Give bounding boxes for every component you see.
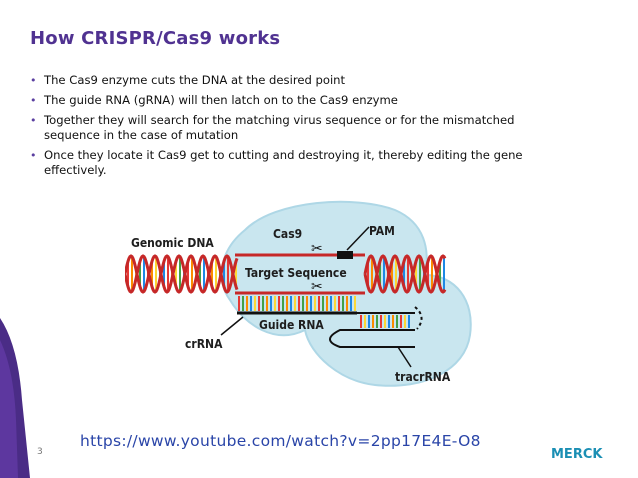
scissors-icon: ✂ — [311, 279, 323, 295]
label-tracrrna: tracrRNA — [395, 370, 451, 384]
scissors-icon: ✂ — [311, 241, 323, 257]
merck-logo: MERCK — [551, 447, 603, 461]
label-pam: PAM — [369, 224, 395, 238]
tracr-rna-bars — [360, 315, 410, 328]
corner-decoration — [0, 318, 30, 478]
dna-helix — [125, 254, 447, 294]
dna-strand — [363, 254, 447, 294]
label-crrna: crRNA — [185, 337, 223, 351]
pam-marker — [337, 251, 353, 259]
bullet-text: Together they will search for the matchi… — [44, 113, 515, 142]
bullet-item: • The Cas9 enzyme cuts the DNA at the des… — [30, 73, 550, 88]
dna-strand — [125, 254, 239, 294]
dna-strand — [125, 254, 239, 294]
bullet-text: Once they locate it Cas9 get to cutting … — [44, 148, 523, 177]
tracr-loop — [414, 306, 423, 330]
crrna-pointer — [220, 316, 244, 336]
svg-text:MERCK: MERCK — [551, 447, 603, 461]
guide-rna-bars — [238, 296, 356, 311]
label-genomic-dna: Genomic DNA — [131, 236, 214, 250]
bullet-item: • Once they locate it Cas9 get to cutting… — [30, 148, 550, 178]
video-link[interactable]: https://www.youtube.com/watch?v=2pp17E4E… — [80, 432, 481, 450]
bullet-text: The Cas9 enzyme cuts the DNA at the desi… — [44, 73, 346, 87]
bullet-icon: • — [30, 74, 37, 87]
tracr-hairpin — [329, 312, 415, 348]
label-cas9: Cas9 — [273, 227, 302, 241]
slide-title: How CRISPR/Cas9 works — [30, 28, 281, 49]
crispr-diagram: ✂ ✂ Genomic DNA Cas9 PAM Target Sequence… — [125, 200, 472, 387]
tracrrna-pointer — [397, 346, 412, 368]
pam-pointer — [346, 226, 370, 251]
bullet-text: The guide RNA (gRNA) will then latch on … — [44, 93, 398, 107]
bullet-item: • The guide RNA (gRNA) will then latch on… — [30, 93, 550, 108]
bullet-icon: • — [30, 94, 37, 107]
bullet-icon: • — [30, 114, 37, 127]
dna-strand — [363, 254, 447, 294]
bullet-item: • Together they will search for the match… — [30, 113, 550, 143]
bullet-icon: • — [30, 149, 37, 162]
label-guide-rna: Guide RNA — [259, 318, 324, 332]
page-number: 3 — [37, 447, 43, 457]
bullet-list: • The Cas9 enzyme cuts the DNA at the des… — [30, 73, 550, 183]
label-target-sequence: Target Sequence — [245, 266, 347, 280]
